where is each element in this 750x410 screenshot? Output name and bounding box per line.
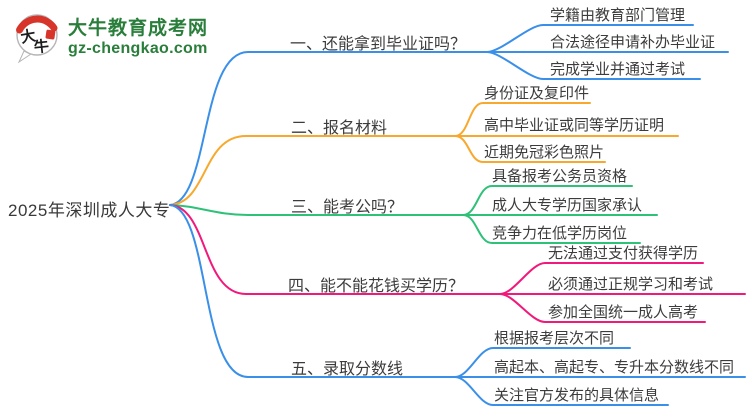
branch-3-lines <box>169 185 658 244</box>
logo-bubble-icon: 大 牛 <box>16 14 58 64</box>
branch-4-leaf-3: 参加全国统一成人高考 <box>548 304 699 321</box>
branch-5-leaf-2: 高起本、高起专、专升本分数线不同 <box>494 359 735 376</box>
branch-1-leaf-3-line <box>486 51 701 80</box>
branch-1-leaf-2: 合法途径申请补办毕业证 <box>550 34 716 51</box>
branch-1-leaf-3: 完成学业并通过考试 <box>550 61 686 78</box>
branch-3-leaf-3: 竞争力在低学历岗位 <box>492 225 628 242</box>
branch-4-leaf-3-line <box>499 293 706 323</box>
branch-3-label: 三、能考公吗？ <box>291 199 404 216</box>
logo-char-bottom: 牛 <box>33 37 50 56</box>
branch-5-leaf-1: 根据报考层次不同 <box>494 330 615 347</box>
branch-4-leaf-1: 无法通过支付获得学历 <box>548 245 699 262</box>
branch-2-trunk-line <box>169 135 456 206</box>
branch-4-leaf-2: 必须通过正规学习和考试 <box>548 276 714 293</box>
branch-1-leaf-1: 学籍由教育部门管理 <box>550 7 686 24</box>
branch-1-trunk-line <box>169 51 488 206</box>
branch-3-leaf-3-line <box>462 214 641 244</box>
logo-text-block: 大牛教育成考网 gz-chengkao.com <box>68 18 208 58</box>
site-logo: 大 牛 大牛教育成考网 gz-chengkao.com <box>12 11 208 65</box>
root-node: 2025年深圳成人大专 <box>8 201 171 220</box>
branch-3-leaf-1-line <box>462 185 633 216</box>
branch-2-lines <box>169 102 679 206</box>
branch-5-leaf-1-line <box>454 347 631 378</box>
branch-2-label: 二、报名材料 <box>291 120 388 137</box>
branch-2-leaf-3: 近期免冠彩色照片 <box>484 144 605 161</box>
branch-4-label: 四、能不能花钱买学历？ <box>288 278 465 295</box>
logo-red-seal <box>45 29 56 40</box>
logo-site-url: gz-chengkao.com <box>68 39 208 57</box>
branch-4-lines <box>169 204 746 323</box>
branch-2-leaf-3-line <box>454 135 606 163</box>
logo-red-arc <box>16 15 58 34</box>
branch-4-trunk-line <box>169 204 501 295</box>
branch-5-label: 五、录取分数线 <box>291 361 404 378</box>
branch-1-label: 一、还能拿到毕业证吗？ <box>290 36 467 53</box>
branch-2-leaf-1: 身份证及复印件 <box>484 85 590 102</box>
branch-5-leaf-3-line <box>454 376 669 406</box>
branch-2-leaf-2: 高中毕业证或同等学历证明 <box>484 117 665 134</box>
branch-5-leaf-3: 关注官方发布的具体信息 <box>494 387 660 404</box>
logo-char-top: 大 <box>19 26 37 46</box>
branch-3-trunk-line <box>169 204 464 216</box>
branch-3-leaf-1: 具备报考公务员资格 <box>492 168 628 185</box>
branch-1-lines <box>169 24 729 206</box>
branch-5-lines <box>169 204 746 406</box>
branch-2-leaf-1-line <box>454 102 591 137</box>
branch-3-leaf-2: 成人大专学历国家承认 <box>492 197 643 214</box>
branch-5-trunk-line <box>169 204 456 378</box>
branch-4-leaf-1-line <box>499 262 704 295</box>
logo-site-name: 大牛教育成考网 <box>68 17 209 39</box>
